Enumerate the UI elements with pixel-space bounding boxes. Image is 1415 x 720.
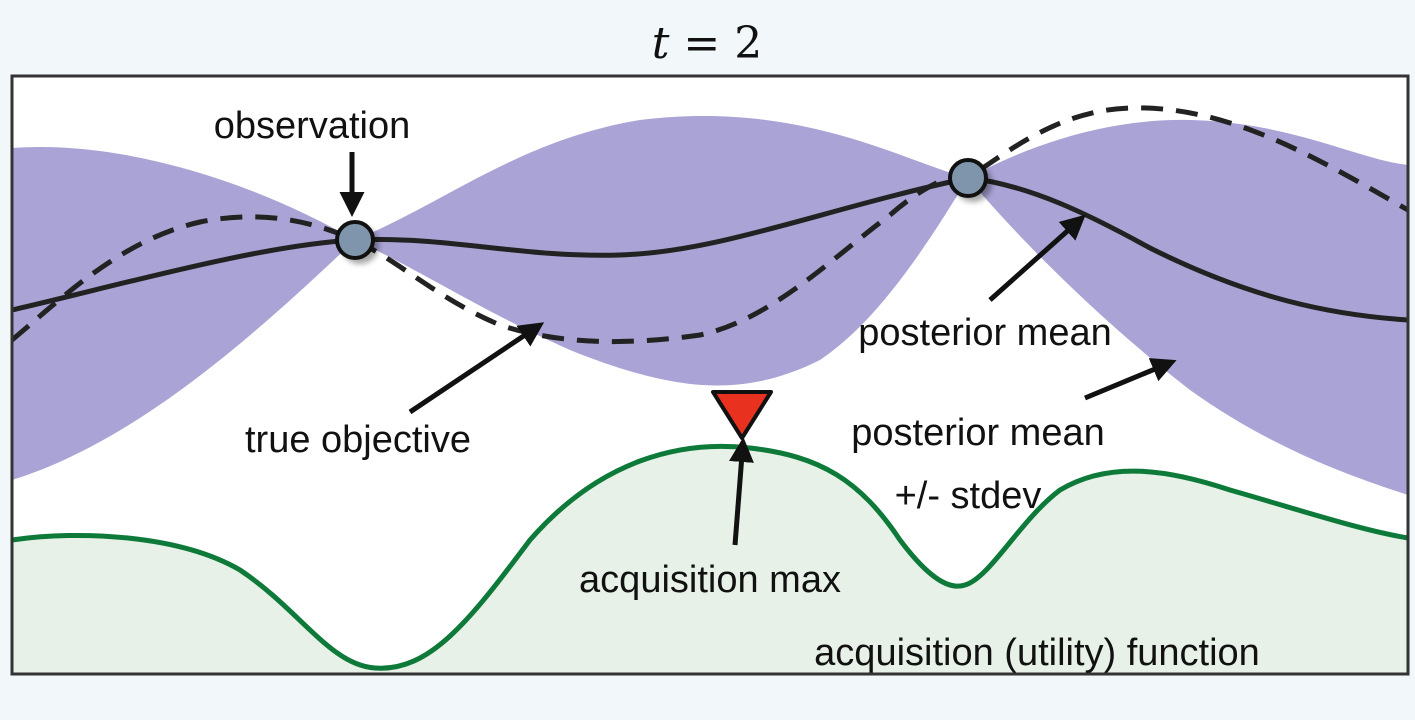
- posterior-band-label-line2: +/- stdev: [895, 475, 1042, 517]
- posterior-band: [12, 115, 1408, 495]
- observation-point: [948, 158, 992, 202]
- figure-title: t = 2: [652, 18, 763, 69]
- title-value: 2: [734, 18, 762, 69]
- true-objective-label: true objective: [245, 419, 471, 461]
- observation-label: observation: [214, 105, 410, 147]
- plot-frame: [10, 74, 1410, 676]
- title-variable: t: [652, 18, 670, 69]
- arrow-icon: [988, 214, 1086, 302]
- title-equals: =: [683, 18, 720, 69]
- true-objective-curve: [10, 105, 1410, 345]
- posterior-mean-curve: [11, 175, 1409, 323]
- observation-point: [335, 220, 379, 264]
- arrow-icon: [1084, 358, 1177, 401]
- acquisition-max-label: acquisition max: [579, 559, 841, 601]
- acquisition-fill: [12, 446, 1408, 674]
- posterior-mean-label: posterior mean: [858, 312, 1111, 354]
- acquisition-curve: [11, 443, 1409, 671]
- arrow-icon: [728, 437, 754, 546]
- arrow-icon: [408, 322, 545, 415]
- posterior-band-label-line1: posterior mean: [851, 412, 1104, 454]
- acquisition-max-marker: [711, 390, 773, 440]
- acquisition-function-label: acquisition (utility) function: [814, 632, 1260, 674]
